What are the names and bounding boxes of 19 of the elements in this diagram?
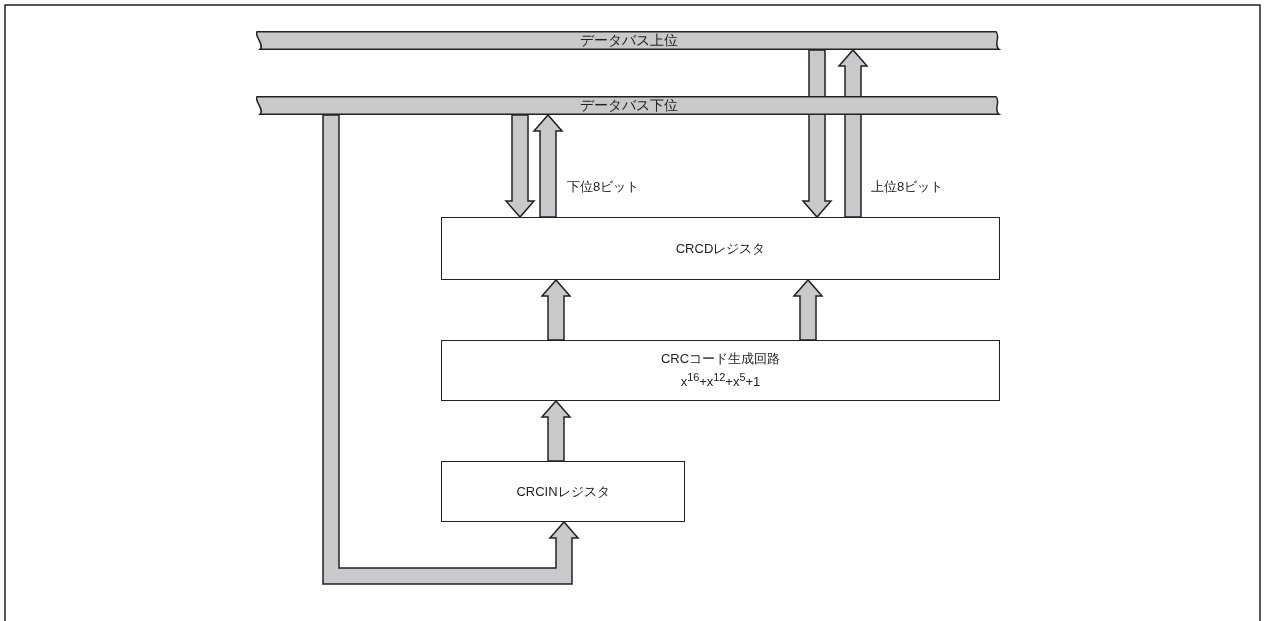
bus-label: データバス上位 <box>580 31 678 50</box>
data-bus-band <box>256 96 1002 115</box>
box-label: CRCコード生成回路 <box>660 350 781 369</box>
bus-label: データバス下位 <box>580 96 678 115</box>
box-label: CRCDレジスタ <box>675 239 766 258</box>
register-box <box>441 340 1000 401</box>
bus-arrow <box>540 278 572 341</box>
bus-arrow <box>532 113 564 218</box>
register-box <box>441 217 1000 280</box>
bus-arrow <box>540 399 572 462</box>
box-label: x$^{16}$+x$^{12}$+x$^{5}$+1 <box>680 369 761 392</box>
bus-arrow <box>322 114 580 585</box>
bus-arrow <box>504 114 536 219</box>
data-bus-band <box>256 31 1002 50</box>
bus-arrow <box>801 49 833 219</box>
bus-arrow <box>837 48 869 218</box>
register-box <box>441 461 685 522</box>
box-label: CRCINレジスタ <box>516 482 610 501</box>
bus-arrow <box>792 278 824 341</box>
